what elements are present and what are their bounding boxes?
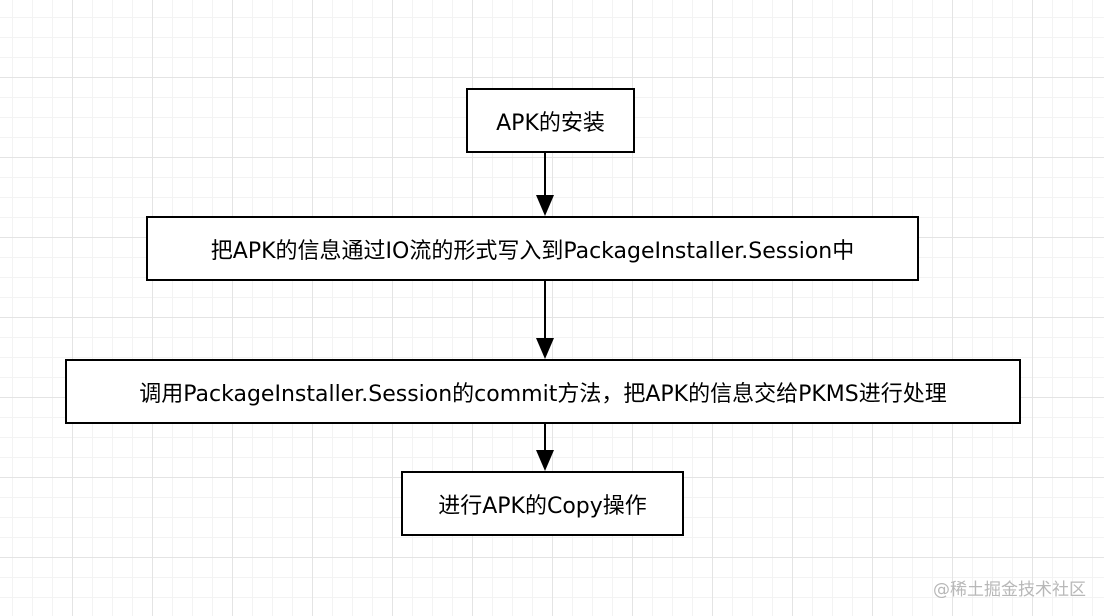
step-4-label: 进行APK的Copy操作: [438, 493, 647, 519]
arrowhead-step2: [536, 195, 554, 216]
step-3-box: 调用PackageInstaller.Session的commit方法，把APK…: [65, 359, 1021, 424]
step-2-box: 把APK的信息通过IO流的形式写入到PackageInstaller.Sessi…: [146, 216, 919, 281]
arrowhead-step4: [536, 450, 554, 471]
step-4-box: 进行APK的Copy操作: [401, 471, 684, 536]
arrowhead-step3: [536, 338, 554, 359]
step-2-label: 把APK的信息通过IO流的形式写入到PackageInstaller.Sessi…: [210, 238, 855, 264]
step-1-box: APK的安装: [466, 88, 635, 153]
step-3-label: 调用PackageInstaller.Session的commit方法，把APK…: [139, 381, 947, 407]
watermark: @稀土掘金技术社区: [933, 580, 1086, 600]
step-1-label: APK的安装: [496, 110, 605, 136]
